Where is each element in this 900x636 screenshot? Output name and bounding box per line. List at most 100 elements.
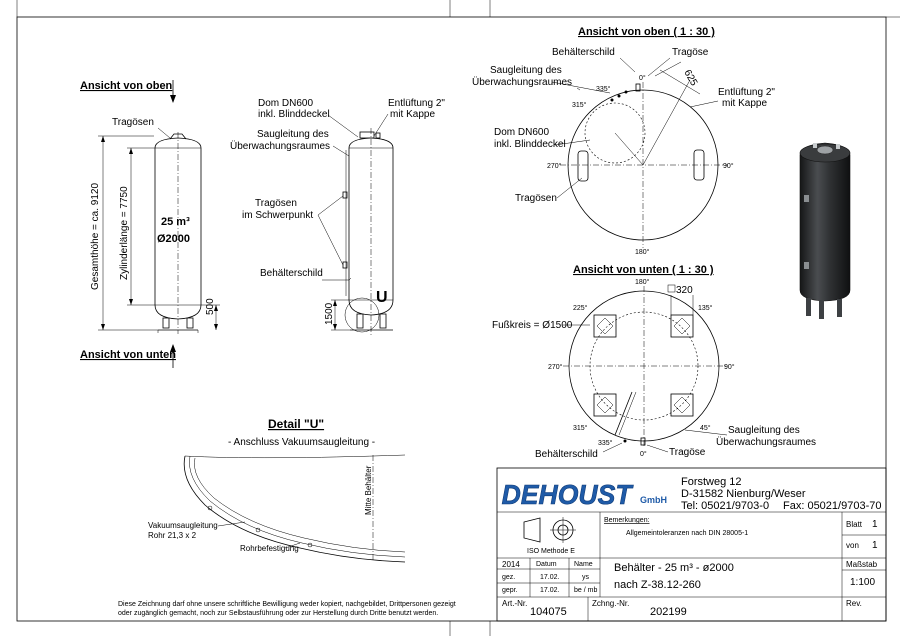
detail-u: Detail "U" - Anschluss Vakuumsaugleitung… [148, 417, 406, 563]
bottom-deg-45: 45° [700, 424, 711, 432]
detail-title: Detail "U" [268, 417, 324, 431]
top-dom-label-2: inkl. Blinddeckel [494, 139, 566, 150]
bottom-deg-90: 90° [724, 363, 735, 371]
gepr-date: 17.02. [540, 587, 560, 594]
zchng-value: 202199 [650, 606, 687, 618]
von-label: von [846, 541, 859, 550]
side-dom-label-1: Dom DN600 [258, 98, 313, 109]
top-dom-label-1: Dom DN600 [494, 127, 549, 138]
artnr-label: Art.-Nr. [502, 599, 527, 608]
foot-pad-45 [670, 393, 694, 417]
detail-subtitle: - Anschluss Vakuumsaugleitung - [228, 437, 375, 448]
top-deg-0: 0° [639, 74, 646, 82]
drawing-title-1: Behälter - 25 m³ - ø2000 [614, 562, 734, 574]
gez-label: gez. [502, 574, 515, 581]
bottom-deg-0: 0° [640, 450, 647, 458]
detail-vak-label-2: Rohr 21,3 x 2 [148, 531, 197, 540]
company-logo: DEHOUST [502, 478, 634, 510]
blatt-value: 1 [872, 519, 878, 530]
bottom-trag-label: Tragöse [669, 447, 706, 458]
bottom-scaled-title: Ansicht von unten ( 1 : 30 ) [573, 264, 714, 276]
top-deg-180: 180° [635, 248, 650, 256]
disclaimer-line-2: oder zugänglich gemacht, noch zur Selbst… [118, 610, 438, 617]
front-zylinderlaenge-label: Zylinderlänge = 7750 [119, 186, 130, 280]
bottom-deg-270: 270° [548, 363, 563, 371]
year-label: 2014 [502, 560, 520, 569]
bottom-deg-225: 225° [573, 304, 588, 312]
top-trag-label: Tragöse [672, 47, 709, 58]
bottom-saug-label-1: Saugleitung des [728, 425, 800, 436]
company-logo-suffix: GmbH [640, 495, 667, 505]
massstab-label: Maßstab [846, 560, 878, 569]
bottom-deg-335: 335° [598, 439, 613, 447]
top-saug-label-1: Saugleitung des [490, 65, 562, 76]
foot-pad-225 [593, 314, 617, 338]
side-vent-label-1: Entlüftung 2" [388, 98, 445, 109]
gepr-label: gepr. [502, 587, 518, 594]
top-saug-label-2: Überwachungsraumes [472, 76, 572, 88]
company-city: D-31582 Nienburg/Weser [681, 488, 806, 500]
drawing-title-2: nach Z-38.12-260 [614, 579, 701, 591]
iso-projection-icon [523, 517, 576, 543]
bemerkungen-label: Bemerkungen: [604, 517, 650, 524]
side-view: Dom DN600 inkl. Blinddeckel Entlüftung 2… [230, 98, 445, 335]
bottom-fusskreis-label: Fußkreis = Ø1500 [492, 320, 573, 331]
blatt-label: Blatt [846, 520, 863, 529]
front-diameter-label: Ø2000 [157, 233, 190, 245]
front-view: Ansicht von oben Tragösen Gesamthöhe = c… [80, 80, 220, 368]
front-volume-label: 25 m³ [161, 216, 190, 228]
drawing-frame [16, 0, 900, 636]
top-scaled-title: Ansicht von oben ( 1 : 30 ) [578, 26, 715, 38]
front-gesamthoehe-label: Gesamthöhe = ca. 9120 [90, 183, 101, 290]
datum-label: Datum [536, 561, 557, 568]
title-block: DEHOUST GmbH Forstweg 12 D-31582 Nienbur… [496, 467, 887, 622]
gepr-name: be / mb [574, 587, 597, 594]
name-label: Name [574, 561, 593, 568]
side-dim-1500: 1500 [324, 302, 335, 325]
top-vent-label-2: mit Kappe [722, 98, 767, 109]
bemerkungen-text: Allgemeintoleranzen nach DIN 28005-1 [626, 530, 748, 537]
detail-rohr-label: Rohrbefestigung [240, 544, 299, 553]
top-tragoesen-label: Tragösen [515, 193, 557, 204]
von-value: 1 [872, 540, 878, 551]
side-detail-u-marker: U [376, 289, 388, 306]
view-title-bottom: Ansicht von unten [80, 349, 176, 361]
bottom-saug-label-2: Überwachungsraumes [716, 436, 816, 448]
front-tragoesen-label: Tragösen [112, 117, 154, 128]
company-street: Forstweg 12 [681, 476, 742, 488]
bottom-deg-135: 135° [698, 304, 713, 312]
bottom-deg-180: 180° [635, 278, 650, 286]
top-deg-270: 270° [547, 162, 562, 170]
artnr-value: 104075 [530, 606, 567, 618]
company-tel: Tel: 05021/9703-0 [681, 500, 769, 512]
bottom-schild-label: Behälterschild [535, 449, 598, 460]
side-dom-label-2: inkl. Blinddeckel [258, 109, 330, 120]
top-deg-335: 335° [596, 85, 611, 93]
bottom-view-scaled: Ansicht von unten ( 1 : 30 ) 180° 320 [492, 264, 816, 460]
bottom-deg-315: 315° [573, 424, 588, 432]
iso-method-label: ISO Methode E [527, 548, 575, 555]
top-vent-label-1: Entlüftung 2" [718, 87, 775, 98]
top-deg-315: 315° [572, 101, 587, 109]
company-fax: Fax: 05021/9703-70 [783, 500, 881, 512]
side-trag-label-2: im Schwerpunkt [242, 210, 313, 221]
side-vent-label-2: mit Kappe [390, 109, 435, 120]
front-foot-dim: 500 [205, 298, 216, 315]
side-saug-label-2: Überwachungsraumes [230, 140, 330, 152]
gez-date: 17.02. [540, 574, 560, 581]
foot-pad-135 [670, 314, 694, 338]
disclaimer-line-1: Diese Zeichnung darf ohne unsere schrift… [118, 601, 456, 608]
view-title-top: Ansicht von oben [80, 80, 173, 92]
foot-pad-315 [593, 393, 617, 417]
gez-name: ys [582, 574, 590, 581]
top-view-scaled: Ansicht von oben ( 1 : 30 ) Behälterschi… [472, 26, 775, 256]
side-trag-label-1: Tragösen [255, 198, 297, 209]
bottom-square-320: 320 [676, 285, 693, 296]
side-schild-label: Behälterschild [260, 268, 323, 279]
detail-mitte-label: Mitte Behälter [364, 465, 373, 515]
zchng-label: Zchng.-Nr. [592, 599, 629, 608]
vessel-3d-render [799, 142, 851, 319]
top-deg-90: 90° [723, 162, 734, 170]
top-schild-label: Behälterschild [552, 47, 615, 58]
